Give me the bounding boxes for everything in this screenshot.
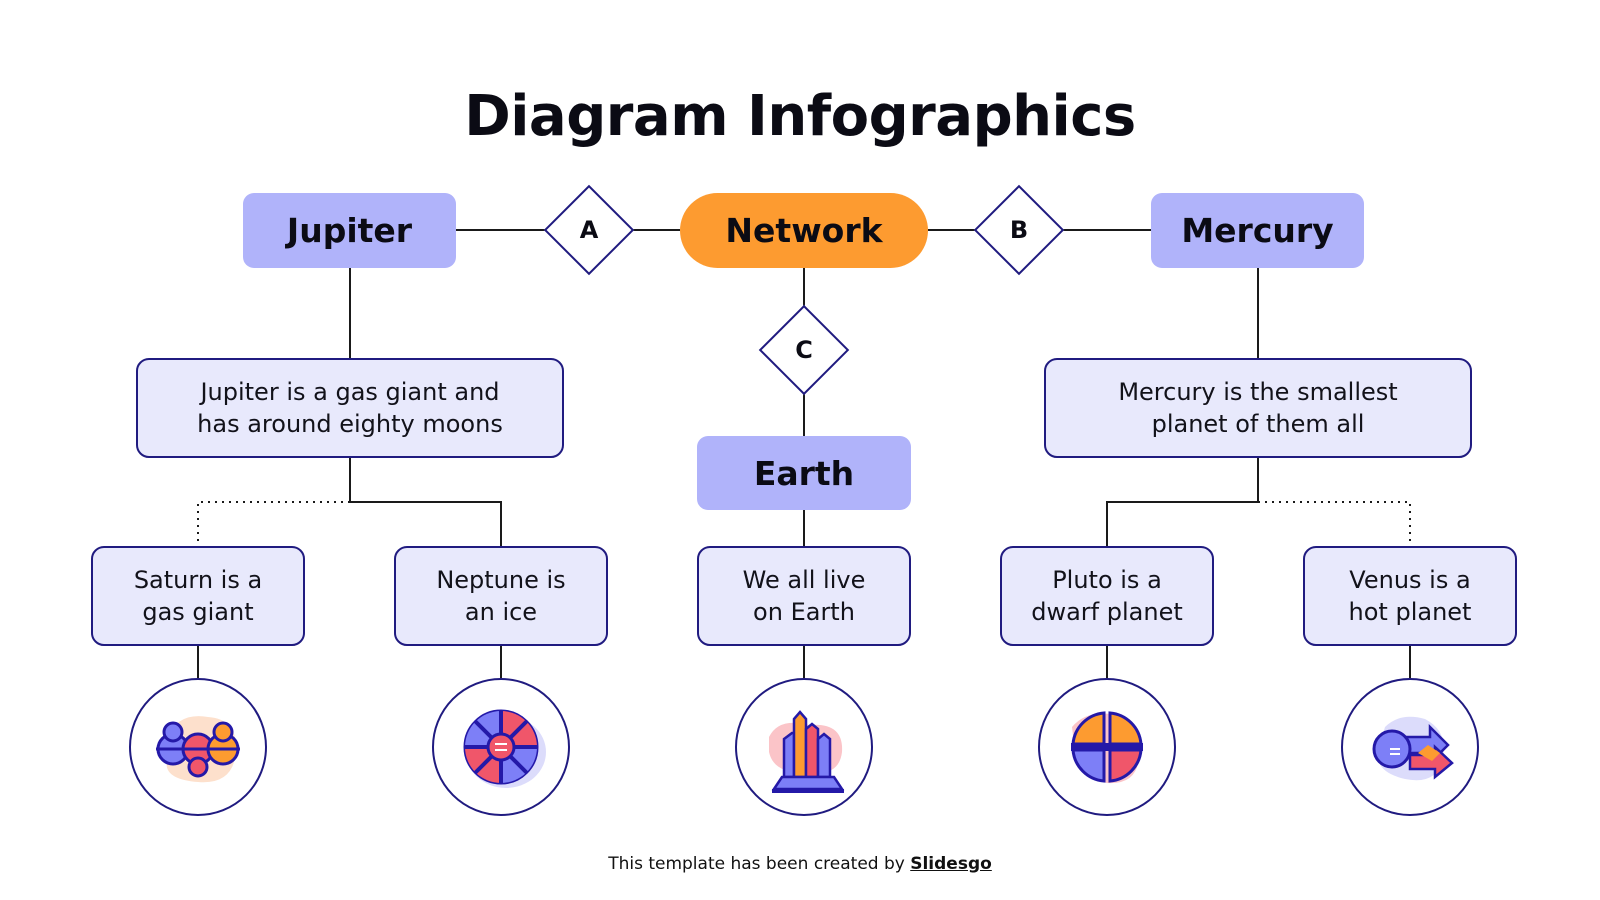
leaf-neptune-text: Neptune is an ice bbox=[436, 566, 566, 626]
footer-prefix: This template has been created by bbox=[608, 854, 911, 874]
split-arrows-icon bbox=[1372, 716, 1454, 781]
mercury-description: Mercury is the smallest planet of them a… bbox=[1044, 358, 1472, 458]
leaf-neptune: Neptune is an ice bbox=[394, 546, 608, 646]
mercury-description-text: Mercury is the smallest planet of them a… bbox=[1118, 378, 1398, 438]
leaf-venus-text: Venus is a hot planet bbox=[1348, 566, 1472, 626]
jupiter-description-text: Jupiter is a gas giant and has around ei… bbox=[197, 378, 503, 438]
leaf-saturn-text: Saturn is a gas giant bbox=[133, 566, 263, 626]
bar-towers-icon bbox=[769, 710, 845, 793]
icon-circle-saturn bbox=[129, 678, 267, 816]
connector-b-label: B bbox=[1009, 216, 1029, 244]
icon-circle-pluto bbox=[1038, 678, 1176, 816]
leaf-earth-text: We all live on Earth bbox=[742, 566, 866, 626]
icon-circle-venus bbox=[1341, 678, 1479, 816]
node-mercury-label: Mercury bbox=[1181, 211, 1334, 250]
icon-circle-neptune bbox=[432, 678, 570, 816]
node-jupiter-label: Jupiter bbox=[286, 211, 413, 250]
segmented-wheel-icon bbox=[463, 709, 546, 788]
footer-credit: This template has been created by Slides… bbox=[0, 854, 1600, 874]
node-mercury[interactable]: Mercury bbox=[1151, 193, 1364, 268]
leaf-pluto-text: Pluto is a dwarf planet bbox=[1031, 566, 1183, 626]
leaf-pluto: Pluto is a dwarf planet bbox=[1000, 546, 1214, 646]
icon-circle-earth bbox=[735, 678, 873, 816]
node-earth[interactable]: Earth bbox=[697, 436, 911, 510]
node-network[interactable]: Network bbox=[680, 193, 928, 268]
node-jupiter[interactable]: Jupiter bbox=[243, 193, 456, 268]
leaf-venus: Venus is a hot planet bbox=[1303, 546, 1517, 646]
connector-a-label: A bbox=[579, 216, 599, 244]
node-network-label: Network bbox=[725, 211, 883, 250]
connector-c-label: C bbox=[795, 336, 813, 364]
node-earth-label: Earth bbox=[753, 453, 855, 493]
slidesgo-link[interactable]: Slidesgo bbox=[910, 854, 992, 874]
jupiter-description: Jupiter is a gas giant and has around ei… bbox=[136, 358, 564, 458]
page-title: Diagram Infographics bbox=[464, 84, 1136, 149]
leaf-saturn: Saturn is a gas giant bbox=[91, 546, 305, 646]
quadrant-circle-icon bbox=[1071, 711, 1143, 784]
numbered-circles-icon bbox=[156, 716, 240, 783]
leaf-earth: We all live on Earth bbox=[697, 546, 911, 646]
